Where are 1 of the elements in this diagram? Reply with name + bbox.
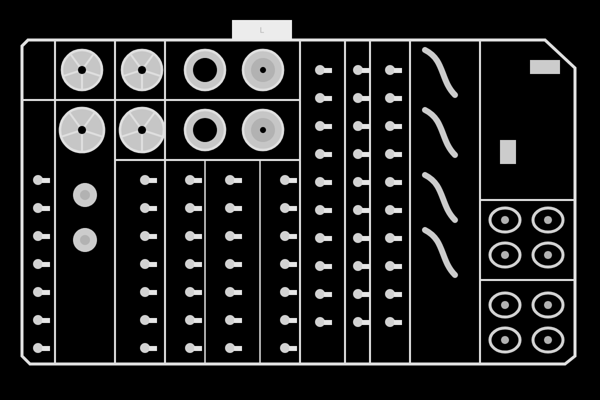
tag-label: L (232, 20, 292, 40)
